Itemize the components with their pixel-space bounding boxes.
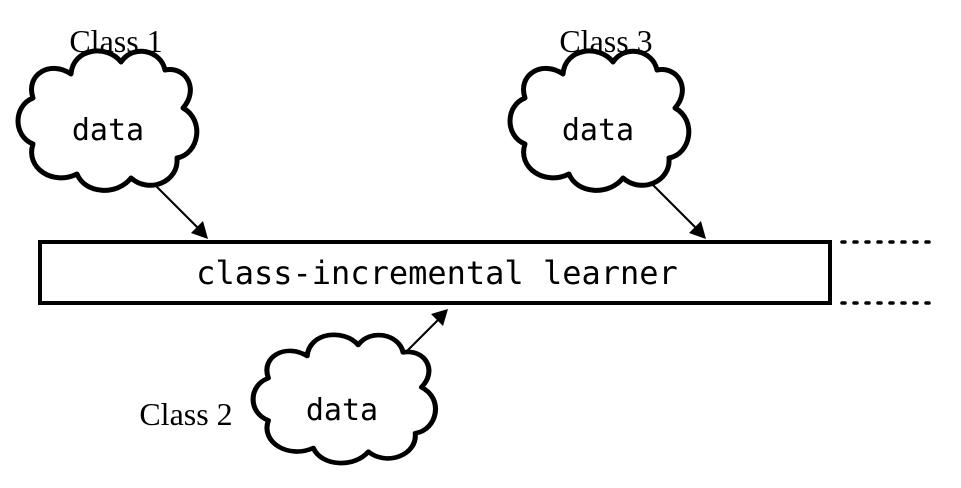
arrow-class1-to-learner xyxy=(149,179,208,239)
learner-box: class-incremental learner xyxy=(38,240,832,305)
cloud-class-1: Class 1 data xyxy=(18,23,197,190)
arrow-class3-to-learner xyxy=(649,181,706,239)
class-1-data-label: data xyxy=(72,113,144,148)
cloud-class-3: Class 3 data xyxy=(510,23,689,190)
class-3-data-label: data xyxy=(562,113,634,148)
learner-label: class-incremental learner xyxy=(196,254,678,292)
class-2-label: Class 2 xyxy=(139,396,232,432)
class-2-data-label: data xyxy=(306,393,378,428)
cloud-class-2: Class 2 data xyxy=(139,335,435,463)
